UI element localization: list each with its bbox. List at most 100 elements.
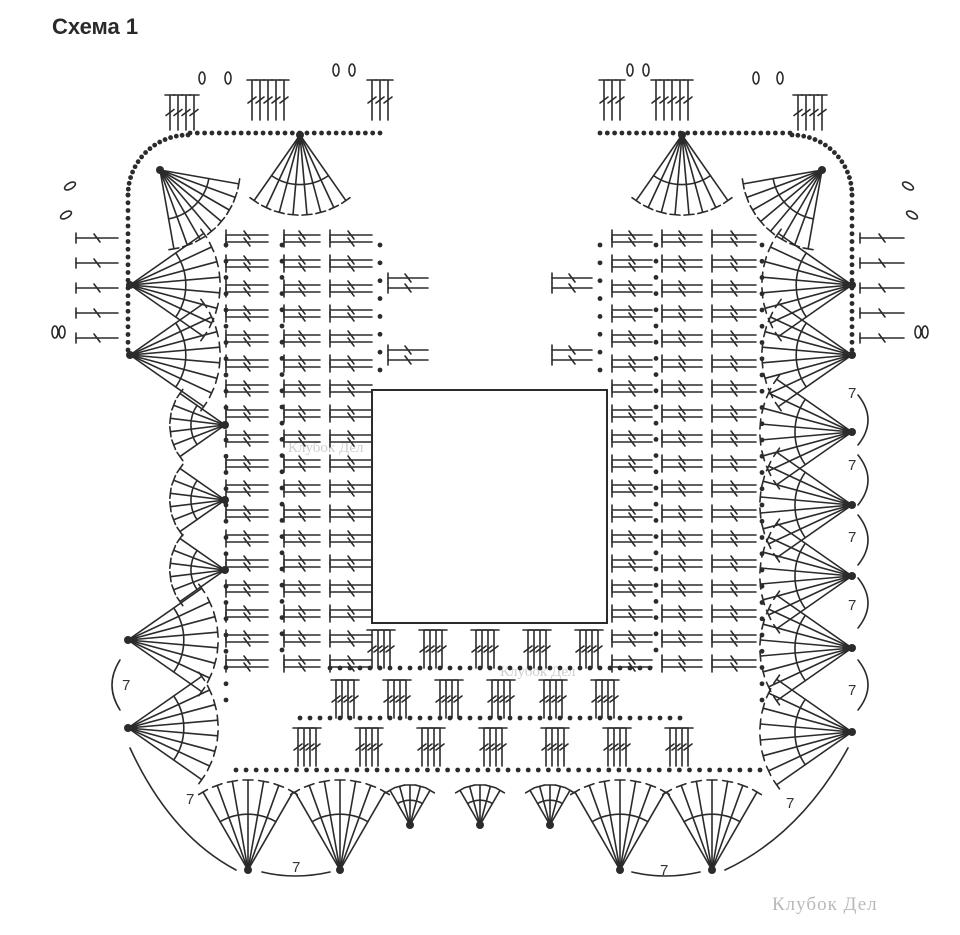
fan-arc [772, 177, 815, 220]
dc-slash [347, 655, 355, 665]
dc-slash [730, 337, 738, 347]
center-square [371, 389, 608, 624]
fan-stitch [762, 731, 853, 757]
fan-arc [311, 813, 369, 823]
chain-dot [653, 615, 659, 620]
fan-stitch [216, 784, 249, 871]
fan-stitch-bar [762, 256, 768, 268]
chain-dot [849, 239, 855, 244]
fan-stitch [762, 707, 853, 733]
dc-slash [361, 743, 371, 751]
fan-stitch [775, 431, 853, 486]
dc-slash [678, 630, 686, 640]
chain-dot [597, 278, 603, 284]
chain-dot [677, 715, 683, 721]
dc-slash [659, 96, 669, 104]
dc-slash [678, 530, 686, 540]
fan-stitch [711, 791, 758, 871]
dc-slash [678, 337, 686, 347]
chain-dot [653, 599, 659, 604]
fan-stitch [127, 639, 219, 649]
chain-dot [455, 767, 461, 773]
dc-slash [678, 562, 686, 572]
dc-slash [678, 612, 686, 622]
fan-stitch [127, 639, 216, 665]
chain-dot [557, 665, 563, 671]
chain-dot [653, 518, 659, 523]
fan-stitch [159, 169, 189, 246]
dc-slash [243, 355, 251, 365]
chain-dot [147, 146, 153, 152]
fan-apex [818, 166, 826, 174]
chain-dot [627, 665, 633, 671]
fan-stitch-bar [225, 204, 233, 216]
fan-stitch [695, 780, 713, 871]
fan-stitch-bar [494, 787, 506, 794]
fan-arc [396, 799, 424, 805]
dc-slash [557, 695, 567, 703]
fan-stitch [767, 536, 853, 577]
fan-stitch [339, 780, 357, 871]
chain-dot [547, 715, 553, 721]
fan-stitch-bar [675, 782, 687, 788]
dc-slash [347, 312, 355, 322]
dc-slash [568, 283, 576, 293]
fan-stitch [761, 284, 853, 294]
fan-stitch-bar [759, 507, 762, 519]
dc-slash [243, 662, 251, 672]
chain-dot [576, 767, 582, 773]
picot-chain [198, 71, 206, 85]
dc-slash [628, 337, 636, 347]
chain-dot [279, 485, 285, 491]
dc-slash [305, 743, 315, 751]
dc-slash [298, 230, 306, 240]
fan-stitch [775, 731, 853, 786]
fan-stitch [179, 467, 226, 501]
fan-stitch [769, 354, 853, 394]
chain-dot [653, 388, 659, 394]
chain-dot [202, 130, 208, 136]
chain-dot [279, 275, 285, 280]
dc-slash [425, 645, 435, 653]
dc-slash [678, 455, 686, 465]
dc-slash [603, 743, 613, 751]
chain-dot [670, 130, 676, 136]
fan-stitch [159, 169, 213, 233]
dc-slash [603, 695, 613, 703]
dc-slash [678, 255, 686, 265]
dc-slash [429, 743, 439, 751]
fan-stitch-bar [598, 779, 611, 784]
chain-dot [737, 767, 743, 773]
fan-stitch [759, 567, 853, 577]
dc-slash [678, 637, 686, 647]
chain-dot [653, 631, 659, 637]
chain-dot [759, 681, 765, 687]
fan-stitch-bar [171, 584, 177, 596]
fan-stitch [479, 789, 501, 826]
fan-stitch-bar [289, 788, 301, 796]
fan-stitch [767, 392, 853, 433]
fan-stitch-bar [384, 787, 396, 794]
fan-stitch [129, 354, 205, 408]
dc-slash [347, 412, 355, 422]
chain-dot [125, 262, 131, 268]
fan-stitch-bar [645, 782, 657, 788]
chain-dot [125, 223, 131, 229]
fan-stitch-bar [212, 699, 218, 711]
chain-dot [653, 453, 659, 458]
chain-dot [477, 665, 483, 671]
fan-stitch [179, 537, 226, 571]
chain-dot [125, 200, 131, 206]
fan-stitch-bar [762, 326, 768, 338]
dc-slash [678, 430, 686, 440]
dc-slash [599, 96, 609, 104]
chain-dot [125, 293, 131, 299]
chain-dot [447, 715, 453, 721]
dc-slash [243, 655, 251, 665]
chain-dot [319, 130, 324, 136]
chain-dot [597, 242, 603, 248]
chain-dot [717, 767, 723, 773]
fan-stitch [127, 727, 211, 767]
chain-count-label: 7 [848, 457, 856, 474]
dc-slash [678, 662, 686, 672]
